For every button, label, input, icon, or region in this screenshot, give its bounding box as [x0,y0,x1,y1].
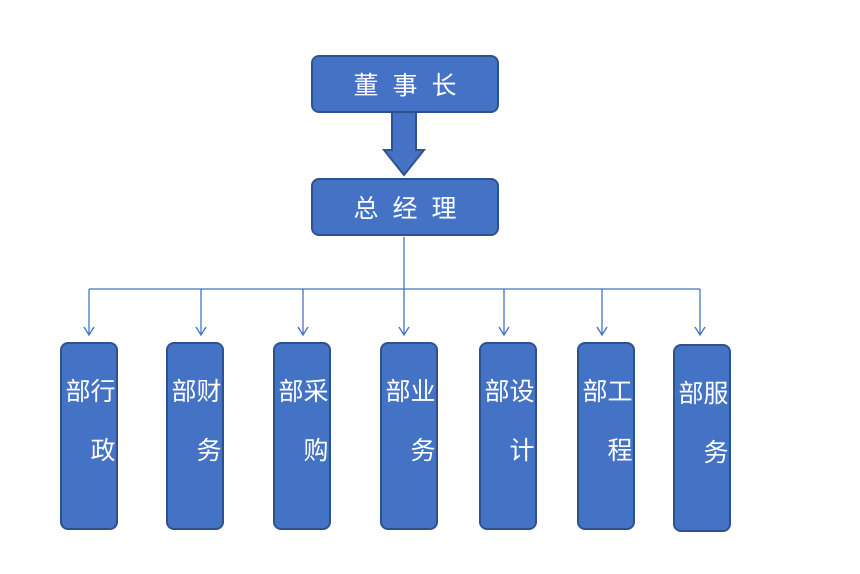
chairman-label: 董事长 [353,71,471,100]
dept-label-finance: 财务部 [168,378,222,496]
dept-label-business: 业务部 [382,378,436,496]
dept-drop-service [694,289,706,337]
dept-drop-finance [195,289,207,337]
dept-label-admin: 行政部 [62,378,116,496]
general-manager-label: 总经理 [353,194,471,223]
dept-drop-design [498,289,510,337]
dept-drop-admin [83,289,95,337]
chairman-box: 董事长 [311,55,499,113]
dept-label-service: 服务部 [675,380,729,498]
dept-box-engineering: 工程部 [577,342,635,530]
dept-label-design: 设计部 [481,378,535,496]
dept-box-design: 设计部 [479,342,537,530]
general-manager-box: 总经理 [311,178,499,236]
dept-box-business: 业务部 [380,342,438,530]
dept-box-admin: 行政部 [60,342,118,530]
dept-box-finance: 财务部 [166,342,224,530]
chairman-to-manager-arrow [381,111,427,177]
dept-box-service: 服务部 [673,344,731,532]
dept-label-engineering: 工程部 [579,378,633,496]
dept-box-procurement: 采购部 [273,342,331,530]
dept-drop-engineering [596,289,608,337]
dept-drop-business [398,289,410,337]
dept-label-procurement: 采购部 [275,378,329,496]
dept-drop-procurement [297,289,309,337]
